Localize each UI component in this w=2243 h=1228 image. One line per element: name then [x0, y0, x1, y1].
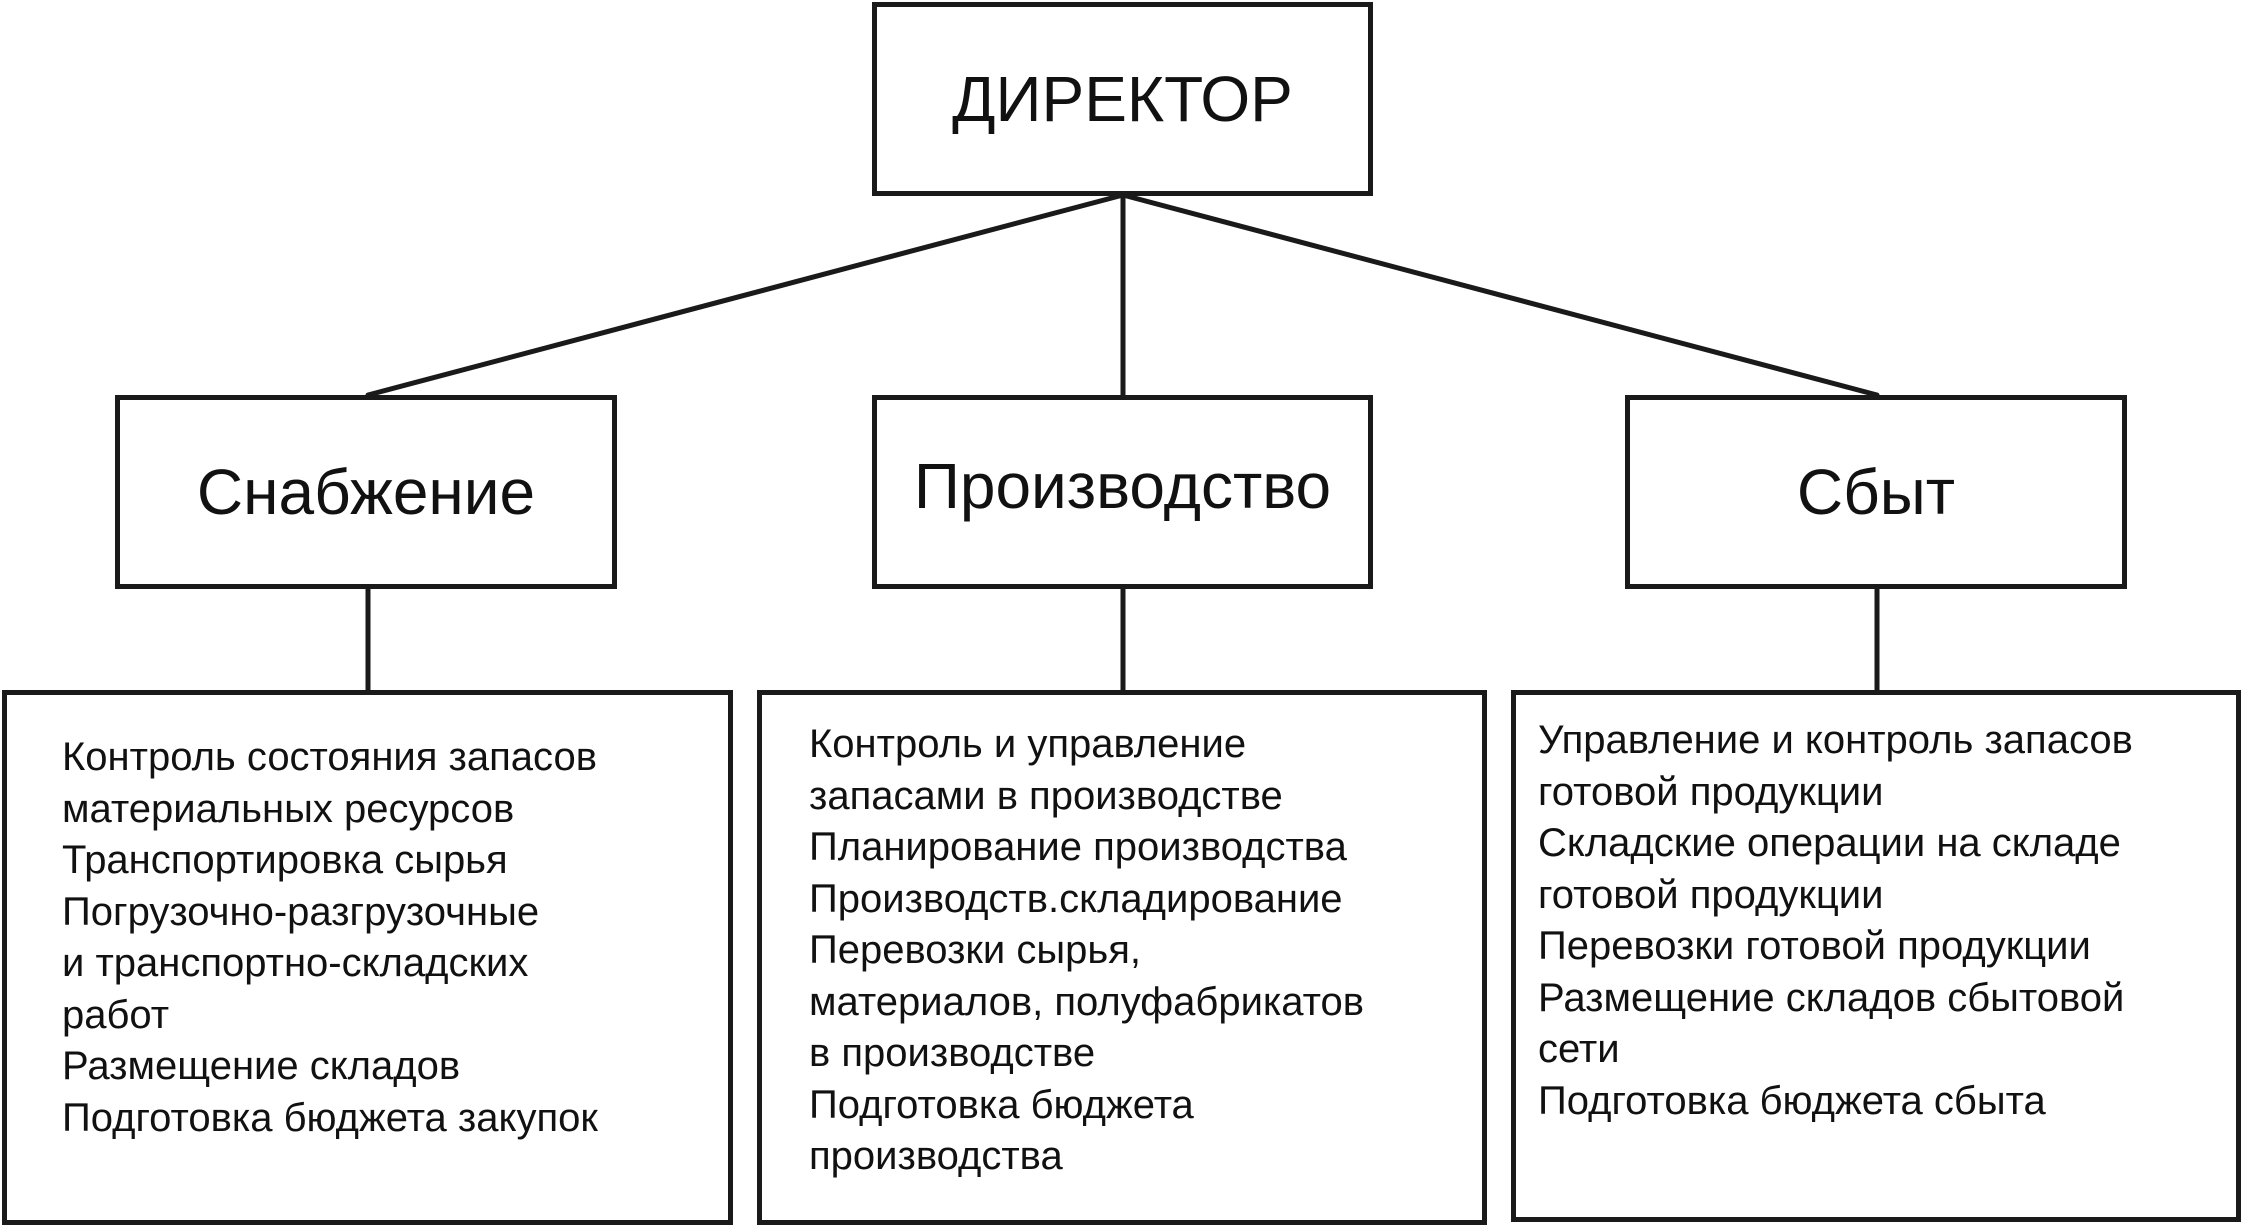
- function-item: Складские операции на складе: [1538, 821, 2121, 865]
- department-label-supply: Снабжение: [196, 456, 536, 528]
- department-box-sales: Сбыт: [1625, 395, 2127, 589]
- functions-box-sales: Управление и контроль запасов готовой пр…: [1511, 690, 2241, 1222]
- function-item: Размещение складов сбытовой: [1538, 975, 2125, 1020]
- function-item: материалов, полуфабрикатов: [809, 979, 1365, 1024]
- functions-list-supply: Контроль состояния запасов материальных …: [62, 732, 598, 1144]
- director-box: ДИРЕКТОР: [872, 2, 1373, 196]
- function-item: производства: [809, 1134, 1063, 1178]
- function-item: Планирование производства: [809, 825, 1347, 869]
- function-item: Контроль состояния запасов: [62, 735, 597, 779]
- department-box-supply: Снабжение: [115, 395, 617, 589]
- functions-list-production: Контроль и управление запасами в произво…: [809, 719, 1364, 1183]
- function-item: работ: [62, 992, 170, 1037]
- function-item: Контроль и управление: [809, 722, 1247, 766]
- function-item: Подготовка бюджета закупок: [62, 1095, 598, 1140]
- director-label: ДИРЕКТОР: [952, 63, 1293, 135]
- function-item: материальных ресурсов: [62, 786, 515, 831]
- department-label-production: Производство: [913, 450, 1332, 522]
- functions-box-supply: Контроль состояния запасов материальных …: [2, 690, 733, 1225]
- function-item: Производств.складирование: [809, 876, 1343, 921]
- function-item: Подготовка бюджета: [809, 1082, 1194, 1127]
- function-item: и транспортно-складских: [62, 941, 529, 985]
- functions-list-sales: Управление и контроль запасов готовой пр…: [1538, 715, 2133, 1127]
- function-item: Транспортировка сырья: [62, 838, 508, 882]
- function-item: Перевозки сырья,: [809, 928, 1141, 972]
- functions-box-production: Контроль и управление запасами в произво…: [757, 690, 1487, 1225]
- function-item: сети: [1538, 1027, 1620, 1071]
- connector-director-supply: [365, 192, 1126, 398]
- connector-director-sales: [1120, 192, 1880, 398]
- function-item: Перевозки готовой продукции: [1538, 924, 2091, 968]
- function-item: готовой продукции: [1538, 769, 1884, 814]
- department-box-production: Производство: [872, 395, 1373, 589]
- function-item: готовой продукции: [1538, 872, 1884, 917]
- function-item: Управление и контроль запасов: [1538, 718, 2133, 762]
- function-item: Подготовка бюджета сбыта: [1538, 1078, 2046, 1123]
- function-item: Размещение складов: [62, 1044, 461, 1088]
- department-label-sales: Сбыт: [1796, 456, 1956, 528]
- function-item: запасами в производстве: [809, 773, 1283, 818]
- function-item: Погрузочно-разгрузочные: [62, 889, 540, 934]
- function-item: в производстве: [809, 1031, 1096, 1075]
